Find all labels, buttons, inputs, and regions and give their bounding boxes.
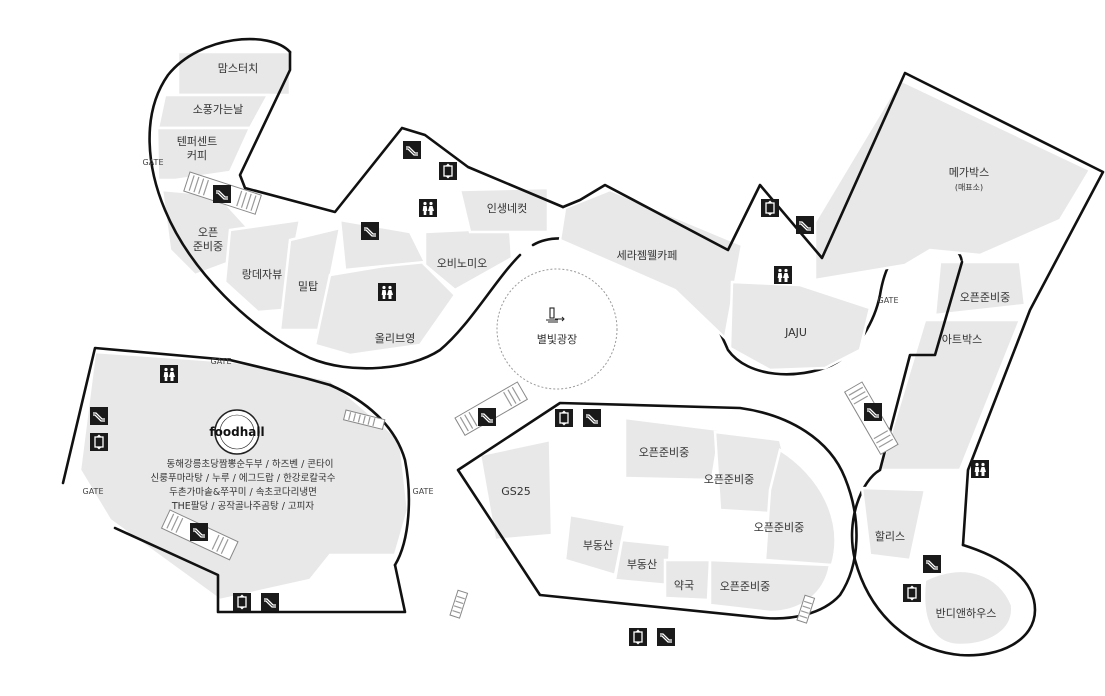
escalator-icon <box>189 522 209 542</box>
foodhall-tenants-line3: 두촌가마솥&쭈꾸미 / 속초코다리냉면 <box>169 487 317 498</box>
stairs-icon <box>796 594 816 624</box>
restroom-icon <box>378 283 396 301</box>
elevator-icon <box>628 627 648 647</box>
store-megabox-line1[interactable]: 메가박스 <box>949 166 989 179</box>
plaza-circle <box>496 268 618 390</box>
store-pharmacy[interactable]: 약국 <box>674 578 694 592</box>
nw-block <box>155 50 550 357</box>
plaza-fountain-icon <box>546 307 565 323</box>
store-megabox-line2[interactable]: (매표소) <box>955 183 983 192</box>
store-langde[interactable]: 랑데자뷰 <box>242 268 282 281</box>
foodhall-logo: foodhall <box>209 409 265 455</box>
store-gs25[interactable]: GS25 <box>501 485 531 498</box>
store-open-prep-nw-line2[interactable]: 준비중 <box>193 240 223 253</box>
store-jaju[interactable]: JAJU <box>784 326 807 339</box>
store-bandi[interactable]: 반디앤하우스 <box>936 606 997 620</box>
store-sopung[interactable]: 소풍가는날 <box>193 103 244 116</box>
store-cera[interactable]: 세라젬웰카페 <box>617 249 678 262</box>
escalator-icon <box>863 402 883 422</box>
gate-food-right: GATE <box>413 487 434 496</box>
elevator-icon <box>438 161 458 181</box>
store-olive-young[interactable]: 올리브영 <box>375 332 415 345</box>
escalator-icon <box>656 627 676 647</box>
store-ten-percent-line2[interactable]: 커피 <box>187 149 207 162</box>
plaza-label: 별빛광장 <box>537 333 577 346</box>
center-east-block <box>558 78 1092 472</box>
gate-food-top: GATE <box>211 357 232 366</box>
store-obinomio[interactable]: 오비노미오 <box>437 257 488 270</box>
escalator-icon <box>795 215 815 235</box>
escalator-icon <box>89 406 109 426</box>
store-realty-1[interactable]: 부동산 <box>583 539 613 552</box>
elevator-icon <box>89 432 109 452</box>
store-open-prep-s4[interactable]: 오픈준비중 <box>720 580 771 593</box>
foodhall-tenants-line1: 동해강릉초당짬뽕순두부 / 하즈벤 / 콘타이 <box>166 458 333 470</box>
escalator-icon <box>477 407 497 427</box>
store-insaeng[interactable]: 인생네컷 <box>487 202 527 215</box>
south-block <box>478 416 837 614</box>
restroom-icon <box>160 365 178 383</box>
escalator-icon <box>260 592 280 612</box>
elevator-icon <box>902 583 922 603</box>
restroom-icon <box>419 199 437 217</box>
store-open-prep-e[interactable]: 오픈준비중 <box>960 291 1011 304</box>
store-open-prep-s3[interactable]: 오픈준비중 <box>754 521 805 534</box>
store-open-prep-s2[interactable]: 오픈준비중 <box>704 473 755 486</box>
elevator-icon <box>232 592 252 612</box>
elevator-icon <box>554 408 574 428</box>
escalator-icon <box>922 554 942 574</box>
store-open-prep-s1[interactable]: 오픈준비중 <box>639 446 690 459</box>
store-ten-percent-line1[interactable]: 텐퍼센트 <box>177 135 217 148</box>
store-mom-touch[interactable]: 맘스터치 <box>218 62 258 75</box>
elevator-icon <box>760 198 780 218</box>
se-block <box>860 486 1014 647</box>
foodhall-tenants-line2: 신룽푸마라탕 / 누루 / 에그드랍 / 한강로칼국수 <box>150 472 335 484</box>
escalator-icon <box>360 221 380 241</box>
escalator-icon <box>582 408 602 428</box>
gate-east: GATE <box>878 296 899 305</box>
restroom-icon <box>971 460 989 478</box>
store-realty-2[interactable]: 부동산 <box>627 558 657 571</box>
store-artbox[interactable]: 아트박스 <box>942 333 982 346</box>
store-miltap[interactable]: 밀탑 <box>298 280 318 293</box>
svg-text:foodhall: foodhall <box>209 425 264 439</box>
foodhall-tenants-line4: THE팔당 / 공작골나주곰탕 / 고피자 <box>171 500 315 512</box>
foodhall-block <box>78 350 410 602</box>
restroom-icon <box>774 266 792 284</box>
stairs-icon <box>342 409 386 430</box>
gate-nw: GATE <box>143 158 164 167</box>
store-hollys[interactable]: 할리스 <box>875 530 905 543</box>
gate-food-left: GATE <box>83 487 104 496</box>
escalator-icon <box>212 184 232 204</box>
stairs-icon <box>449 589 469 619</box>
store-open-prep-nw-line1[interactable]: 오픈 <box>198 226 218 239</box>
escalator-icon <box>402 140 422 160</box>
